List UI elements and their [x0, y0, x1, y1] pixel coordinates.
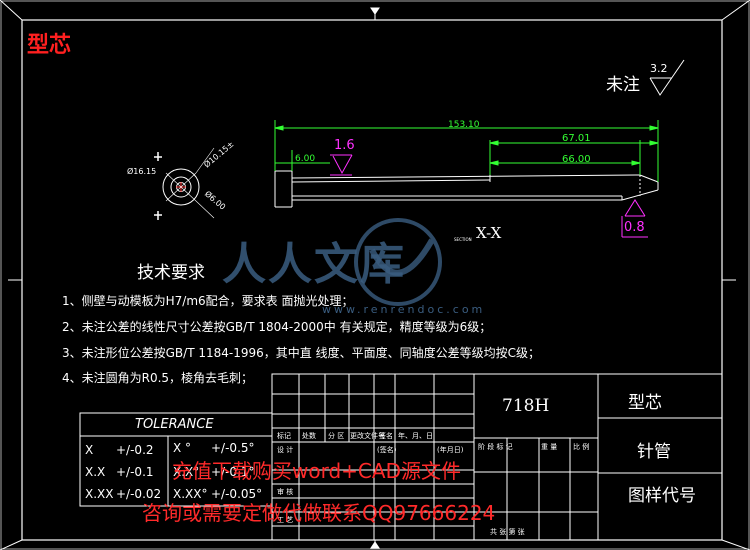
tol-row3-label: X.XX: [85, 487, 114, 501]
part-sub-name: 针管: [637, 442, 671, 462]
dim-right-lower: 66.00: [562, 154, 591, 165]
date-label: (年月日): [437, 446, 464, 454]
col-header-date: 年、月、日: [398, 432, 433, 440]
requirement-item-2: 2、未注公差的线性尺寸公差按GB/T 1804-2000中 有关规定，精度等级为…: [62, 320, 492, 334]
dim-left: 6.00: [295, 154, 316, 164]
tolerance-title: TOLERANCE: [135, 417, 214, 432]
material-label: 718H: [502, 396, 550, 416]
dia-a-label: Ø16.15: [127, 167, 157, 176]
scale-label: 比 例: [573, 443, 590, 451]
tol-row3-angle-label: X.XX°: [173, 487, 208, 501]
sign-row-process: 工 艺: [277, 516, 294, 524]
surface-note-value: 3.2: [650, 62, 668, 75]
tol-row2-angle-value: +/-0.1°: [211, 465, 255, 479]
tol-row1-angle-value: +/-0.5°: [211, 441, 255, 455]
dim-overall-length: 153.10: [448, 120, 480, 130]
chamfer-callouts: [330, 154, 648, 238]
tol-row2-label: X.X: [85, 465, 106, 479]
tol-row3-angle-value: +/-0.05°: [211, 487, 263, 501]
promo-line-1: 充值下载购买word+CAD源文件: [172, 459, 461, 483]
col-header-zone: 分 区: [328, 432, 345, 440]
pin-tube-profile: [274, 170, 659, 208]
part-name: 型芯: [628, 393, 662, 413]
requirements-title: 技术要求: [137, 263, 205, 283]
requirement-item-4: 4、未注圆角为R0.5，棱角去毛刺；: [62, 371, 254, 385]
watermark-logo: [354, 218, 442, 306]
drawing-title: 型芯: [27, 32, 72, 58]
requirement-item-1: 1、侧壁与动模板为H7/m6配合，要求表 面抛光处理；: [62, 294, 354, 308]
title-block-grid: [271, 373, 723, 541]
tol-row1-label: X: [85, 443, 94, 457]
promo-line-2: 咨询或需要定做代做联系QQ97666224: [142, 501, 496, 525]
col-header-count: 处数: [302, 432, 316, 440]
weight-label: 重 量: [541, 443, 558, 451]
section-prefix: SECTION: [454, 237, 472, 242]
watermark-url: www.renrendoc.com: [322, 303, 486, 316]
chamfer-left-value: 1.6: [334, 138, 355, 153]
sign-row-design: 设 计: [277, 446, 294, 454]
section-label: X-X: [476, 224, 502, 242]
dimension-lines: [274, 120, 659, 182]
tol-row1-angle-label: X °: [173, 441, 192, 455]
tol-row1-value: +/-0.2: [116, 443, 154, 457]
sheet-label: 共 张 第 张: [490, 528, 525, 536]
sign-row-review: 审 核: [277, 488, 294, 496]
col-header-change: 更改文件号: [350, 432, 385, 440]
tol-row3-value: +/-0.02: [116, 487, 162, 501]
surface-note-label: 未注: [606, 75, 640, 95]
roughness-symbol: [649, 59, 685, 96]
drawing-number-label: 图样代号: [628, 486, 696, 506]
stage-label: 阶 段 标 记: [478, 443, 513, 451]
signature-label: (签名): [377, 446, 397, 454]
chamfer-right-value: 0.8: [624, 220, 645, 235]
col-header-mark: 标记: [277, 432, 291, 440]
dim-right-upper: 67.01: [562, 133, 591, 144]
tol-row2-angle-label: X.X°: [173, 465, 200, 479]
col-header-sign: 签名: [379, 432, 393, 440]
watermark-text: 人人文库: [222, 239, 406, 290]
requirement-item-3: 3、未注形位公差按GB/T 1184-1996，其中直 线度、平面度、同轴度公差…: [62, 346, 540, 360]
tol-row2-value: +/-0.1: [116, 465, 154, 479]
end-view: [154, 147, 215, 220]
